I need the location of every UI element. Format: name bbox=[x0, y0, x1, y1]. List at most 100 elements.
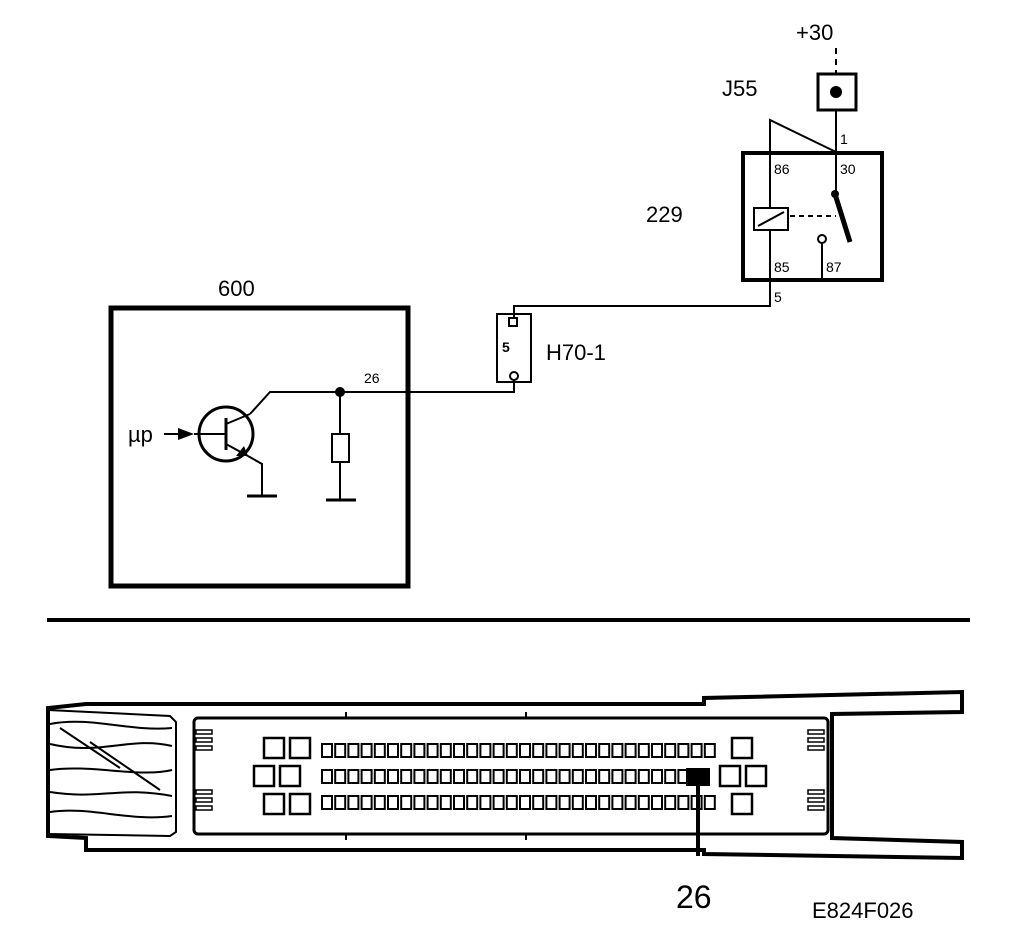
plug-pin-cavity bbox=[426, 795, 439, 810]
plug-pin-cavity bbox=[321, 743, 333, 758]
plug-pin-cavity bbox=[677, 743, 690, 758]
plug-pin-callout-label: 26 bbox=[676, 879, 712, 915]
figure-code-label: E824F026 bbox=[812, 898, 914, 923]
plug-pin-cavity bbox=[611, 743, 624, 758]
plug-pin-cavity bbox=[453, 795, 465, 810]
plug-pin-cavity bbox=[532, 795, 545, 810]
plug-pin-cavity bbox=[519, 743, 531, 758]
plug-large-cavity bbox=[718, 764, 742, 788]
plug-pin-cavity bbox=[453, 743, 465, 758]
ecu-internal-wire bbox=[249, 391, 409, 415]
plug-pin-cavity bbox=[360, 743, 373, 758]
plug-cable-boot bbox=[47, 709, 177, 838]
plug-pin-cavity bbox=[505, 769, 518, 784]
plug-pin-cavity bbox=[651, 795, 663, 810]
plug-pin-cavity bbox=[466, 743, 479, 758]
ecu-number-label: 600 bbox=[218, 276, 255, 301]
plug-pin-cavity bbox=[677, 795, 690, 810]
plug-pin-cavity bbox=[558, 795, 571, 810]
plug-pin-cavity bbox=[637, 795, 650, 810]
plug-pin-cavity bbox=[505, 743, 518, 758]
plug-pin-cavity bbox=[545, 795, 558, 810]
plug-side-slot bbox=[807, 789, 825, 795]
plug-pin-cavity bbox=[651, 743, 663, 758]
plug-large-cavity bbox=[744, 764, 768, 788]
plug-pin-cavity bbox=[519, 769, 531, 784]
connector-id-label: H70-1 bbox=[546, 340, 606, 365]
plug-side-slot bbox=[807, 745, 825, 751]
relay-flag-marker bbox=[769, 118, 837, 153]
plug-pin-cavity bbox=[373, 795, 386, 810]
relay-pin-1: 1 bbox=[840, 131, 848, 147]
plug-pin-cavity bbox=[571, 743, 584, 758]
relay-number-label: 229 bbox=[646, 202, 683, 227]
plug-pin-cavity bbox=[466, 795, 479, 810]
plug-pin-cavity bbox=[664, 743, 677, 758]
plug-pin-cavity bbox=[413, 769, 426, 784]
plug-pin-cavity bbox=[321, 795, 333, 810]
plug-pin-cavity bbox=[558, 769, 571, 784]
plug-pin-cavity bbox=[545, 743, 558, 758]
plug-large-cavity bbox=[262, 736, 286, 760]
plug-pin-cavity bbox=[637, 769, 650, 784]
plug-pin-cavity bbox=[413, 743, 426, 758]
plug-pin-cavity bbox=[387, 743, 399, 758]
transistor-ground-wire bbox=[247, 455, 263, 496]
plug-pin-cavity bbox=[360, 795, 373, 810]
connector-pin-top bbox=[508, 317, 518, 327]
plug-pin-cavity bbox=[611, 769, 624, 784]
plug-pin-cavity bbox=[466, 769, 479, 784]
plug-pin-cavity bbox=[400, 769, 413, 784]
plug-large-cavity bbox=[252, 764, 276, 788]
plug-pin-cavity bbox=[426, 743, 439, 758]
plug-pin-cavity bbox=[413, 795, 426, 810]
relay-pin-85: 85 bbox=[774, 259, 790, 275]
supply-label: +30 bbox=[796, 20, 833, 45]
plug-pin-cavity bbox=[598, 795, 611, 810]
resistor bbox=[331, 433, 350, 463]
plug-pin-cavity bbox=[651, 769, 663, 784]
plug-pin-cavity bbox=[373, 769, 386, 784]
plug-pin-cavity bbox=[611, 795, 624, 810]
plug-pin-cavity bbox=[598, 743, 611, 758]
plug-pin-cavity bbox=[664, 795, 677, 810]
plug-pin-cavity bbox=[624, 795, 637, 810]
plug-pin-cavity bbox=[400, 795, 413, 810]
plug-side-slot bbox=[195, 805, 213, 811]
plug-pin-cavity bbox=[479, 769, 492, 784]
transistor-emitter-arrow-icon bbox=[236, 446, 248, 456]
plug-pin-cavity bbox=[334, 769, 347, 784]
plug-pin-cavity bbox=[400, 743, 413, 758]
plug-pin-cavity bbox=[558, 743, 571, 758]
relay-pin-30: 30 bbox=[840, 161, 856, 177]
ecu-pin-label: 26 bbox=[364, 370, 380, 386]
relay-pin-86: 86 bbox=[774, 161, 790, 177]
plug-large-cavities bbox=[252, 736, 768, 816]
relay-box bbox=[741, 151, 884, 282]
plug-side-slot bbox=[195, 737, 213, 743]
plug-pin-cavity bbox=[387, 795, 399, 810]
plug-pin-cavity bbox=[624, 769, 637, 784]
plug-pin-cavity bbox=[637, 743, 650, 758]
plug-pin-cavity bbox=[439, 743, 452, 758]
plug-pin-cavity bbox=[373, 743, 386, 758]
plug-pin-cavity bbox=[598, 769, 611, 784]
ecu-input-label: µp bbox=[128, 422, 153, 447]
plug-pin-cavity bbox=[545, 769, 558, 784]
plug-side-slot bbox=[195, 729, 213, 735]
plug-pin-cavity bbox=[492, 795, 505, 810]
supply-terminal-dot bbox=[830, 86, 842, 98]
transistor-collector bbox=[225, 413, 251, 425]
plug-pin-cavity bbox=[585, 769, 597, 784]
plug-pin-rows bbox=[321, 743, 716, 810]
wire-relay-to-connector bbox=[513, 288, 771, 318]
plug-side-slot bbox=[195, 745, 213, 751]
plug-pin-cavity bbox=[532, 743, 545, 758]
plug-large-cavity bbox=[288, 792, 312, 816]
plug-pin-26-highlight bbox=[686, 768, 710, 786]
plug-pin-cavity bbox=[479, 743, 492, 758]
relay-coil-diagonal bbox=[757, 211, 785, 227]
plug-pin-cavity bbox=[426, 769, 439, 784]
connector-pin-label: 5 bbox=[502, 339, 510, 355]
